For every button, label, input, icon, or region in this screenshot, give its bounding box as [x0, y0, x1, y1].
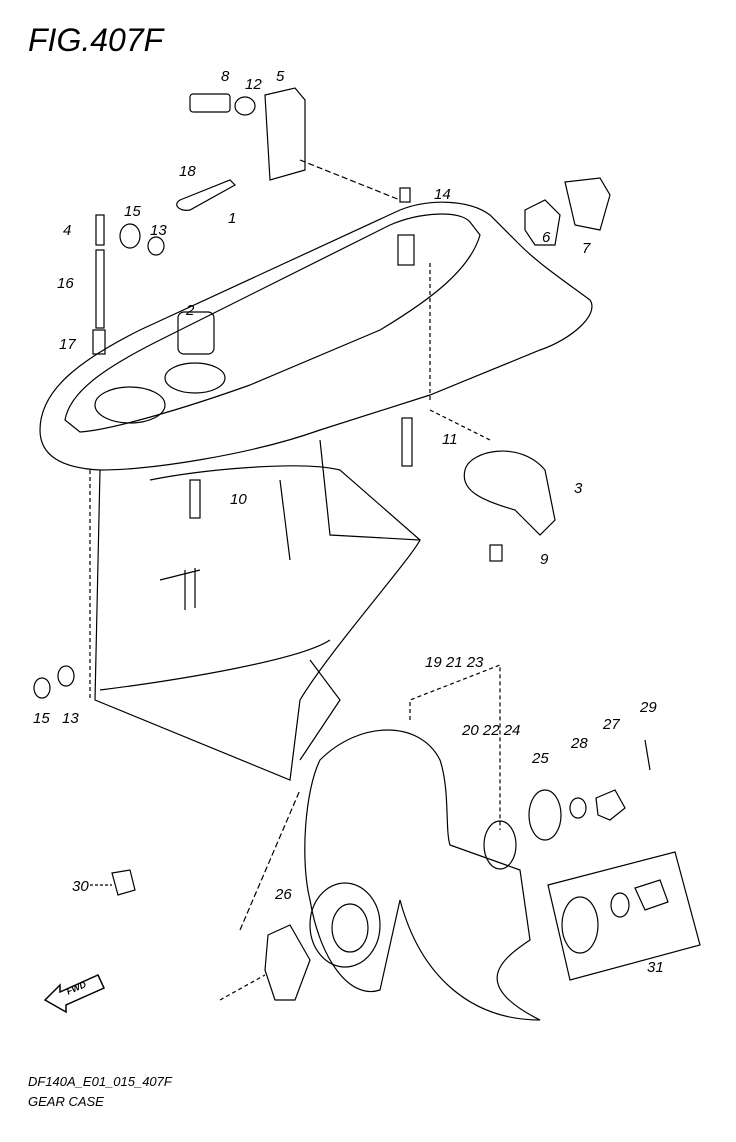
plug-15	[119, 223, 141, 249]
callout-30: 30	[72, 878, 89, 895]
callout-15: 15	[124, 203, 141, 220]
washer-13-lower	[57, 665, 75, 687]
callout-16: 16	[57, 275, 74, 292]
small-parts	[33, 87, 611, 699]
callout-12: 12	[245, 76, 262, 93]
callout-8: 8	[221, 68, 230, 85]
callout-20-22-24: 20 22 24	[462, 722, 521, 739]
screw-9	[489, 544, 503, 562]
washer-12	[234, 96, 256, 116]
bolt-8	[189, 93, 231, 113]
callout-13: 13	[150, 222, 167, 239]
callout-2: 2	[186, 302, 195, 319]
callout-31: 31	[647, 959, 664, 976]
cap-30	[111, 869, 136, 896]
callout-18: 18	[179, 163, 196, 180]
callout-11: 11	[442, 431, 458, 448]
callout-14: 14	[434, 186, 451, 203]
spacer-26	[264, 924, 311, 1001]
stud-4	[95, 214, 105, 246]
callout-19-21-23: 19 21 23	[425, 654, 484, 671]
spacer-25	[528, 789, 562, 841]
callout-7: 7	[582, 240, 591, 257]
propeller-assembly	[90, 664, 701, 1021]
cover-7	[564, 177, 611, 231]
cotter-pin-29	[644, 739, 651, 771]
callout-25: 25	[532, 750, 549, 767]
callout-9: 9	[540, 551, 549, 568]
nut-27	[595, 789, 626, 821]
callout-29: 29	[640, 699, 657, 716]
callout-26: 26	[275, 886, 292, 903]
stud-17	[92, 329, 106, 355]
callout-6: 6	[542, 229, 551, 246]
washer-13	[147, 236, 165, 256]
bolt-11	[401, 417, 413, 467]
callout-10: 10	[230, 491, 247, 508]
bolt-10	[189, 479, 201, 519]
plug-15-lower	[33, 677, 51, 699]
fwd-arrow-icon	[43, 974, 105, 1014]
strap-18	[176, 179, 236, 211]
gear-case-housing	[39, 201, 593, 781]
callout-15-lower: 15	[33, 710, 50, 727]
block-5	[264, 87, 306, 181]
pin-14	[399, 187, 411, 203]
callout-13-lower: 13	[62, 710, 79, 727]
washer-28	[569, 797, 587, 819]
callout-17: 17	[59, 336, 76, 353]
model-code: DF140A_E01_015_407F	[28, 1074, 172, 1089]
pin-16	[95, 249, 105, 329]
figure-title: FIG.407F	[28, 22, 164, 58]
callout-28: 28	[571, 735, 588, 752]
callout-27: 27	[603, 716, 620, 733]
callout-1: 1	[228, 210, 237, 227]
section-name: GEAR CASE	[28, 1094, 104, 1109]
callout-4: 4	[63, 222, 72, 239]
callout-3: 3	[574, 480, 583, 497]
cover-6	[524, 199, 561, 246]
anode-3	[463, 450, 556, 536]
callout-5: 5	[276, 68, 285, 85]
